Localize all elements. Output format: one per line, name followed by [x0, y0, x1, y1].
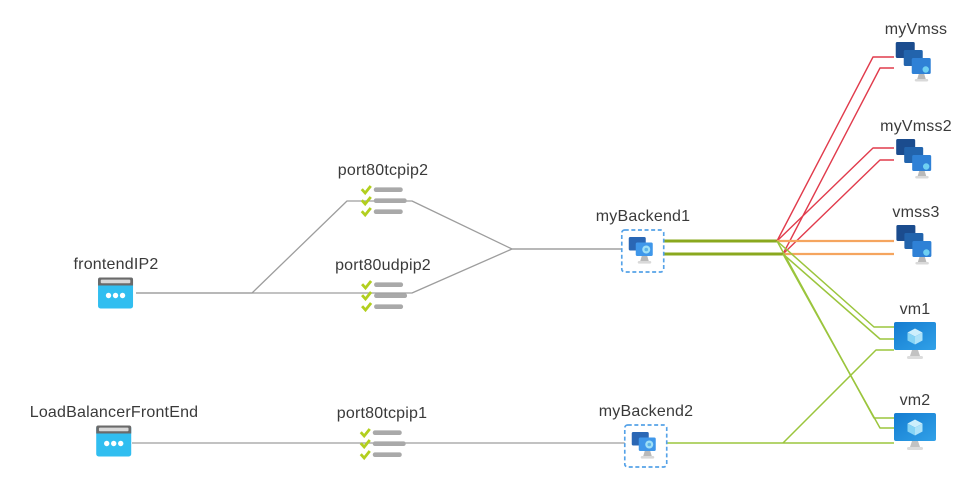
node-label: port80tcpip2: [337, 162, 429, 179]
node-port80tcpip2[interactable]: port80tcpip2: [338, 162, 428, 219]
edge-myBackend1-myVmss2: [782, 159, 894, 255]
edge-myBackend1-vm2: [782, 253, 894, 429]
node-label: port80tcpip1: [336, 405, 428, 422]
edge-myBackend1-myVmss2: [776, 147, 894, 242]
edge-myBackend1-vm1: [776, 240, 894, 328]
vm-icon: [892, 322, 938, 360]
node-port80tcpip1[interactable]: port80tcpip1: [337, 405, 427, 462]
node-mybackend1[interactable]: myBackend1: [596, 208, 691, 273]
node-frontendip2[interactable]: frontendIP2: [74, 256, 159, 309]
backend-pool-icon: [621, 229, 665, 273]
lb-rule-checklist-icon: [358, 426, 406, 462]
vmss-icon: [894, 139, 938, 179]
lb-rule-checklist-icon: [359, 183, 407, 219]
lb-rule-checklist-icon: [359, 278, 407, 314]
edge-myBackend1-myVmss: [776, 56, 894, 242]
frontend-ip-icon: [98, 277, 134, 309]
node-label: frontendIP2: [73, 256, 159, 273]
edge-myBackend1-vm1: [782, 253, 894, 340]
backend-pool-icon: [624, 424, 668, 468]
node-label: port80udpip2: [335, 257, 431, 274]
node-vm2[interactable]: vm2: [892, 392, 938, 451]
edge-myBackend1-myVmss: [782, 67, 894, 255]
node-label: myVmss2: [880, 118, 952, 135]
node-myvmss2[interactable]: myVmss2: [880, 118, 952, 179]
node-label: myVmss: [884, 21, 948, 38]
node-mybackend2[interactable]: myBackend2: [599, 403, 694, 468]
node-label: vm1: [899, 301, 931, 318]
node-vmss3[interactable]: vmss3: [892, 204, 939, 265]
node-myvmss[interactable]: myVmss: [885, 21, 948, 82]
node-vm1[interactable]: vm1: [892, 301, 938, 360]
vmss-icon: [894, 225, 938, 265]
vmss-icon: [894, 42, 938, 82]
edge-port80udpip2-myBackend1: [383, 248, 622, 294]
frontend-ip-icon: [96, 425, 132, 457]
node-label: vmss3: [892, 204, 940, 221]
vm-icon: [892, 413, 938, 451]
node-label: myBackend2: [598, 403, 694, 420]
node-port80udpip2[interactable]: port80udpip2: [335, 257, 431, 314]
edge-myBackend2-vm1: [782, 349, 894, 444]
node-label: LoadBalancerFrontEnd: [29, 404, 199, 421]
node-loadbalancerfrontend[interactable]: LoadBalancerFrontEnd: [30, 404, 199, 457]
node-label: myBackend1: [595, 208, 691, 225]
node-label: vm2: [899, 392, 931, 409]
